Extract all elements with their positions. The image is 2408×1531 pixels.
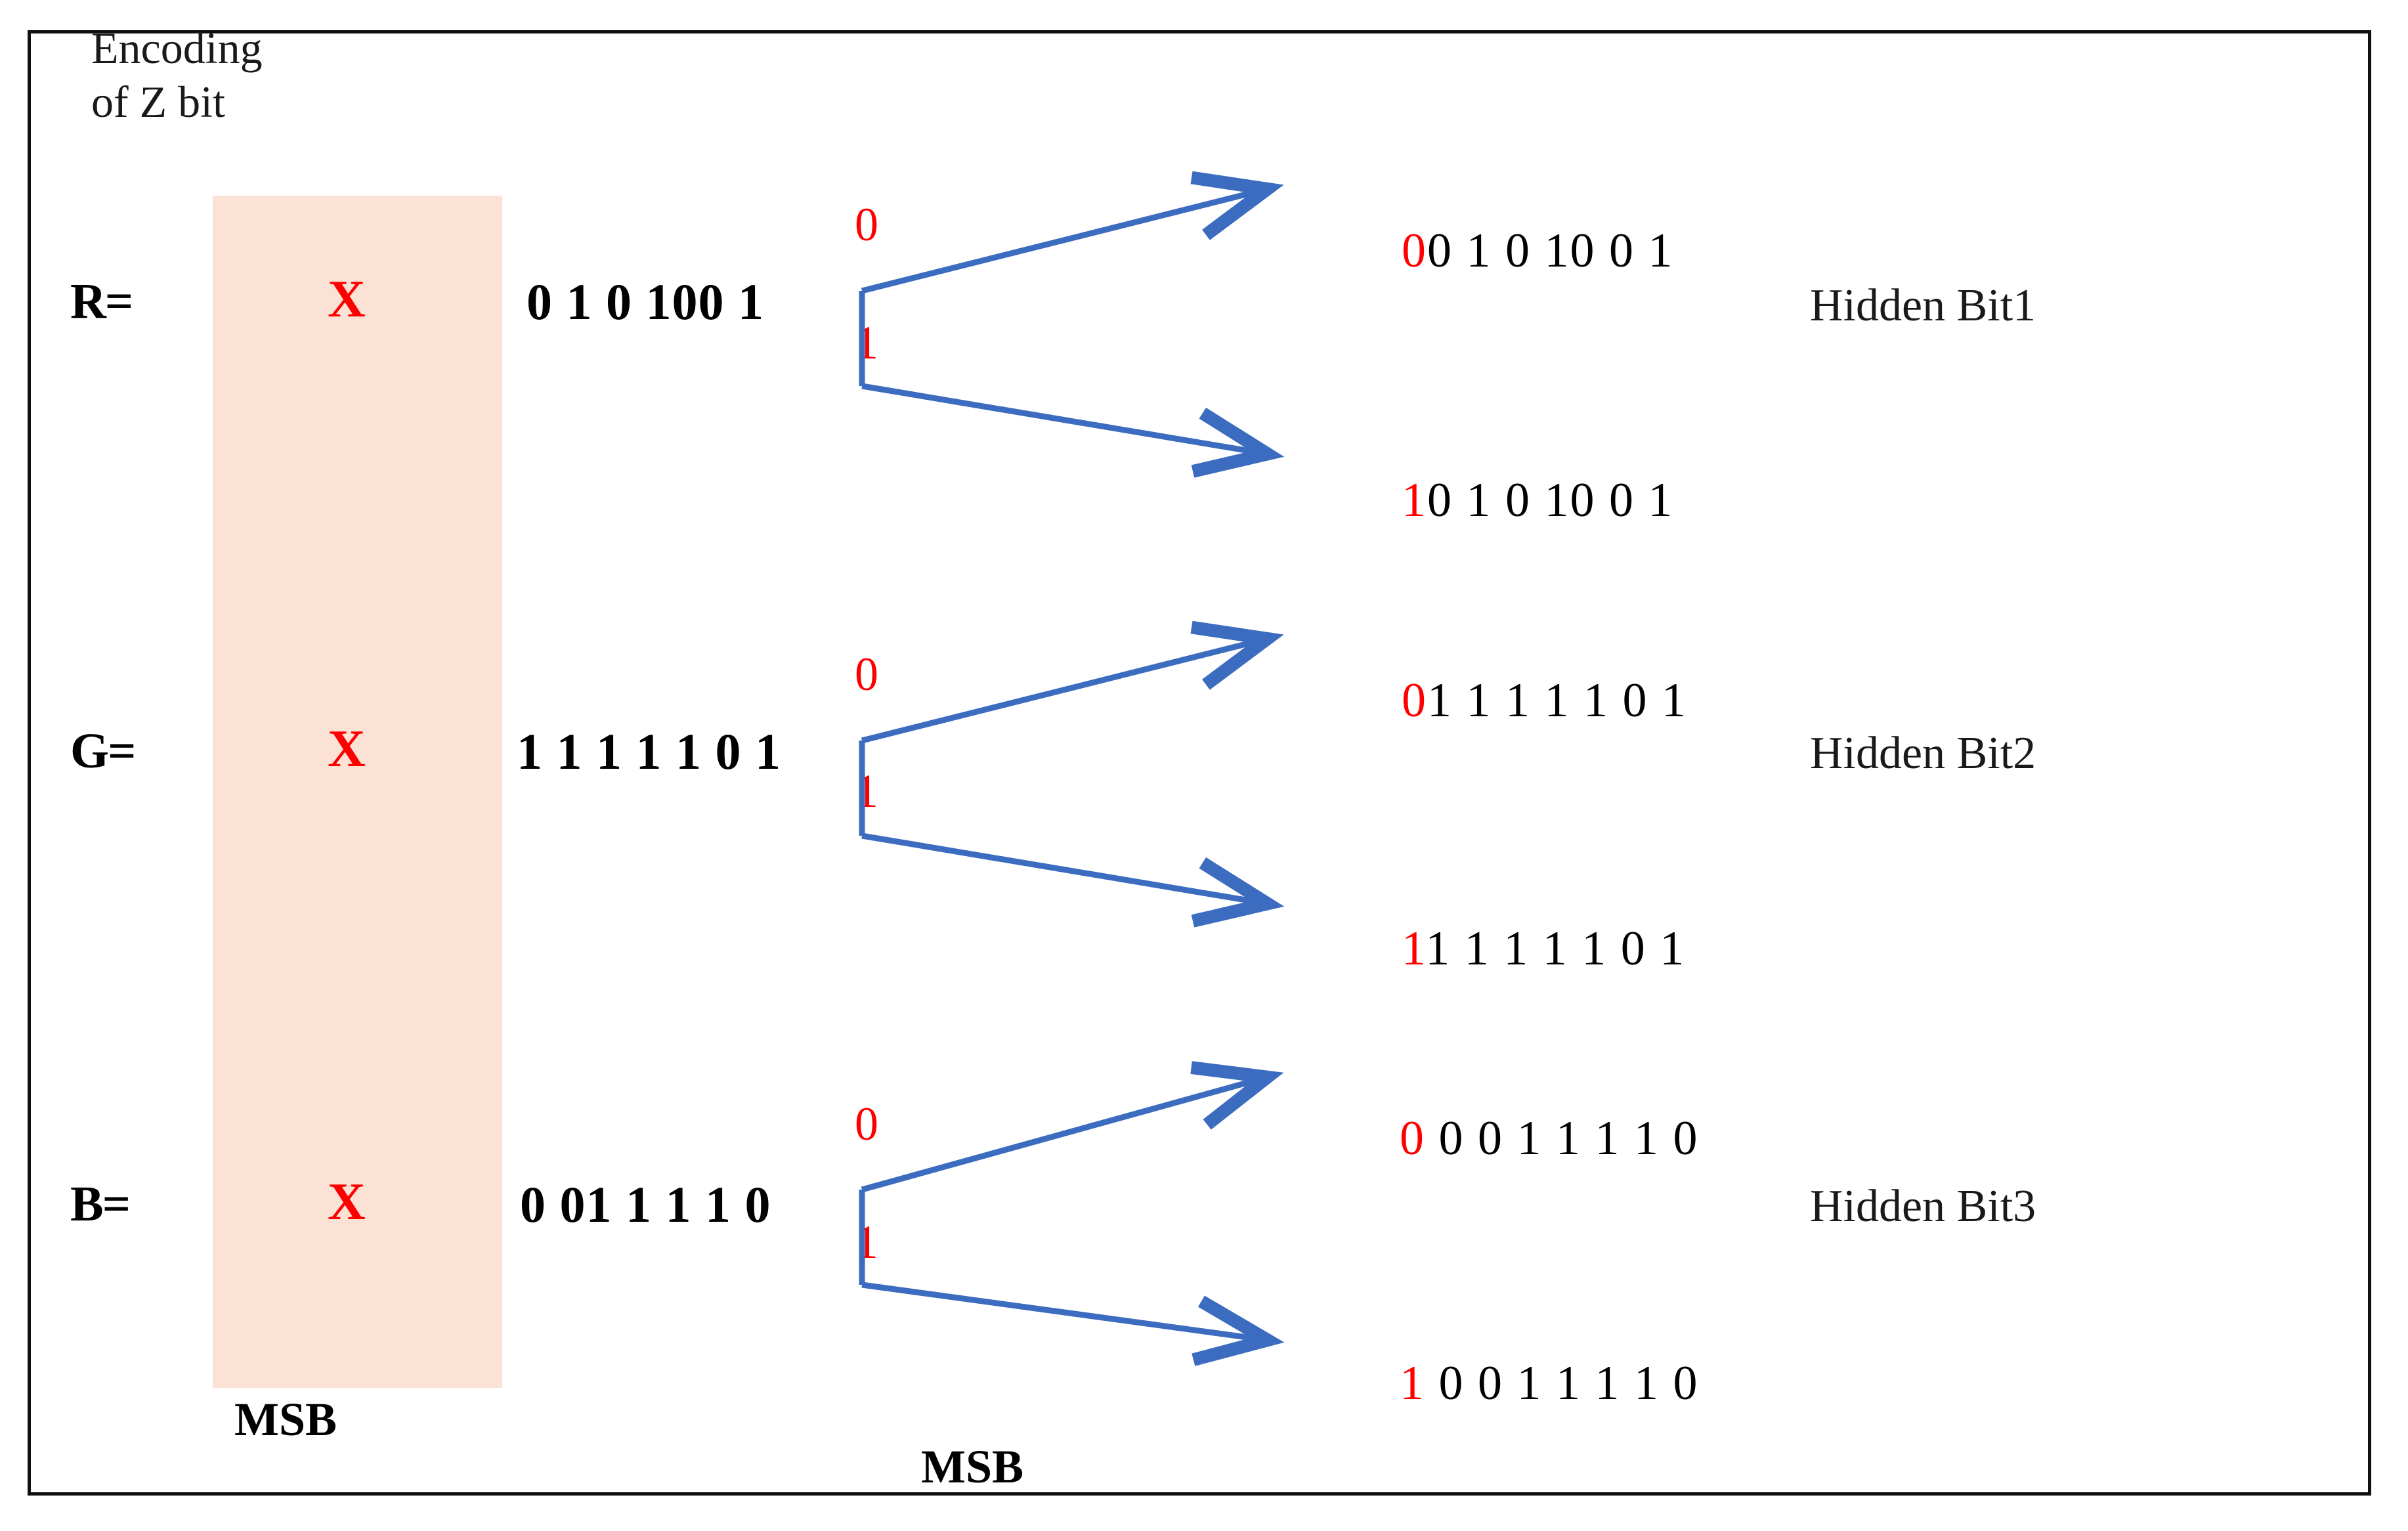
- output-bits-b-top-rest: 0 0 1 1 1 1 0: [1425, 1111, 1699, 1165]
- output-bits-g-top-hl: 0: [1402, 674, 1427, 727]
- branch-label-g-bottom: 1: [855, 765, 878, 817]
- header-line-2: of Z bit: [91, 77, 225, 127]
- branch-label-r-bottom: 1: [855, 316, 878, 369]
- branch-label-r-top: 0: [855, 198, 878, 251]
- row-label-g: G=: [70, 723, 136, 779]
- msb-replacement-label: MSB Replacement: [850, 1396, 1113, 1531]
- encoding-mark-g: X: [328, 720, 366, 778]
- msb-highlight-column: [213, 196, 502, 1388]
- hidden-bit-label-3: Hidden Bit3: [1810, 1181, 2036, 1232]
- row-label-r: R=: [70, 274, 133, 329]
- msb-column-label: MSB: [234, 1393, 337, 1446]
- output-bits-b-bottom-hl: 1: [1400, 1356, 1425, 1410]
- output-bits-r-bottom-rest: 0 1 0 10 0 1: [1427, 473, 1674, 527]
- output-bits-r-bottom: 10 1 0 10 0 1: [1321, 427, 1674, 573]
- output-bits-g-bottom: 11 1 1 1 1 0 1: [1321, 876, 1685, 1022]
- input-bits-g: 1 1 1 1 1 0 1: [517, 723, 781, 780]
- row-label-b: B=: [70, 1176, 131, 1232]
- output-bits-b-top: 0 0 0 1 1 1 1 0: [1319, 1066, 1699, 1211]
- output-bits-b-bottom: 1 0 0 1 1 1 1 0: [1319, 1310, 1699, 1456]
- output-bits-r-top-rest: 0 1 0 10 0 1: [1427, 224, 1674, 278]
- diagram-frame: Encoding of Z bit R= X 0 1 0 100 1 0 1 0…: [28, 26, 2371, 1496]
- output-bits-g-top: 01 1 1 1 1 0 1: [1321, 628, 1687, 773]
- output-bits-b-top-hl: 0: [1400, 1111, 1425, 1165]
- output-bits-g-bottom-hl: 1: [1402, 922, 1426, 976]
- header-line-1: Encoding: [91, 23, 263, 73]
- input-bits-b: 0 01 1 1 1 0: [520, 1176, 771, 1233]
- input-bits-r: 0 1 0 100 1: [527, 273, 764, 330]
- output-bits-r-top-hl: 0: [1402, 224, 1427, 278]
- encoding-mark-b: X: [328, 1173, 366, 1231]
- branch-label-g-top: 0: [855, 648, 878, 701]
- branch-label-b-bottom: 1: [855, 1216, 878, 1268]
- output-bits-b-bottom-rest: 0 0 1 1 1 1 0: [1425, 1356, 1699, 1410]
- output-bits-r-top: 00 1 0 10 0 1: [1321, 178, 1674, 324]
- hidden-bit-label-2: Hidden Bit2: [1810, 728, 2036, 779]
- output-bits-g-top-rest: 1 1 1 1 1 0 1: [1427, 674, 1687, 727]
- hidden-bit-label-1: Hidden Bit1: [1810, 280, 2036, 331]
- msb-replacement-label-line1: MSB: [921, 1440, 1024, 1493]
- output-bits-r-bottom-hl: 1: [1402, 473, 1427, 527]
- branch-label-b-top: 0: [855, 1098, 878, 1150]
- output-bits-g-bottom-rest: 1 1 1 1 1 0 1: [1425, 922, 1686, 976]
- encoding-mark-r: X: [328, 270, 366, 328]
